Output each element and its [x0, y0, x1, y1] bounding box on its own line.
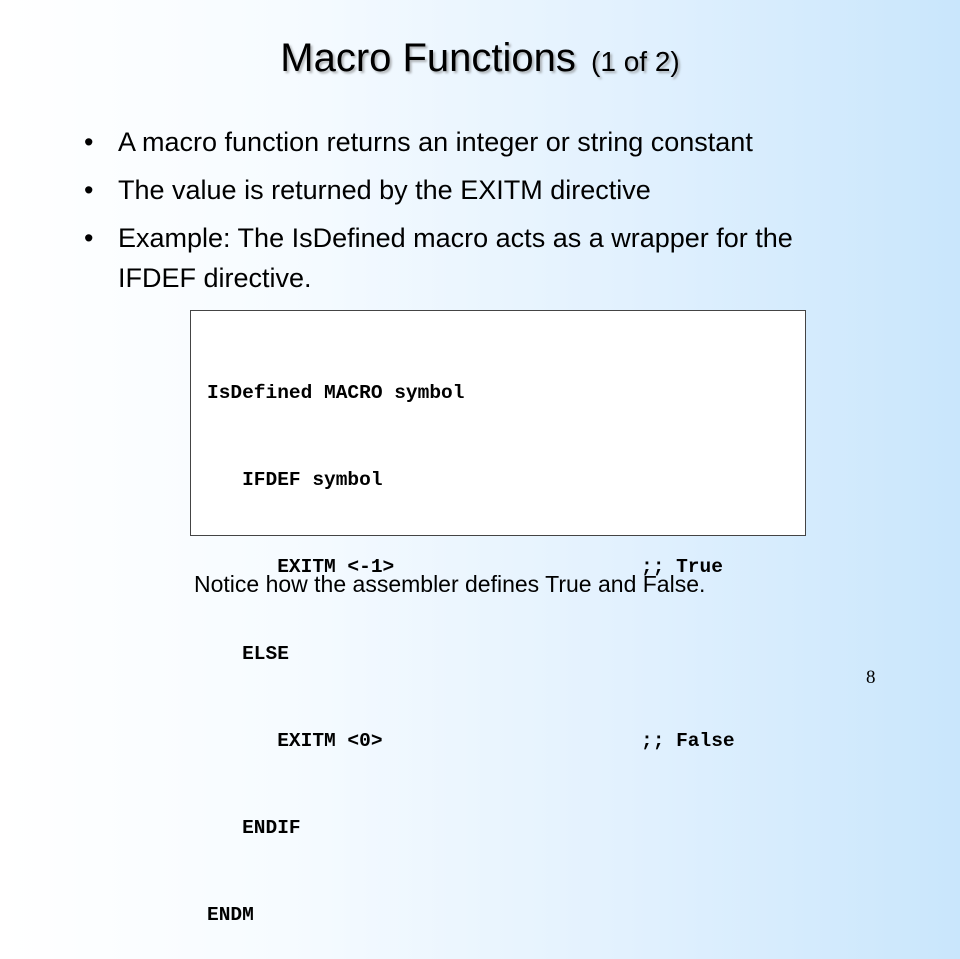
- code-text: EXITM <-1>: [207, 556, 395, 578]
- code-line: ENDIF: [207, 814, 805, 843]
- bullet-text: The value is returned by the EXITM direc…: [118, 175, 651, 205]
- code-line: EXITM <-1> ;; True: [207, 553, 805, 582]
- code-line: IsDefined MACRO symbol: [207, 379, 805, 408]
- code-text: ENDM: [207, 904, 254, 926]
- slide-title-main: Macro Functions: [280, 36, 576, 80]
- bullet-text: Example: The IsDefined macro acts as a w…: [118, 223, 793, 293]
- slide-title-suffix: (1 of 2): [591, 46, 680, 77]
- code-line: EXITM <0> ;; False: [207, 727, 805, 756]
- bullet-dot-icon: •: [84, 127, 94, 157]
- bullet-dot-icon: •: [84, 223, 94, 253]
- page-number: 8: [866, 667, 876, 688]
- code-text: ELSE: [207, 643, 289, 665]
- notice-text: Notice how the assembler defines True an…: [194, 571, 706, 597]
- bullet-dot-icon: •: [84, 175, 94, 205]
- code-text: ENDIF: [207, 817, 301, 839]
- code-text: IsDefined MACRO symbol: [207, 382, 465, 404]
- code-text: IFDEF symbol: [207, 469, 383, 491]
- bullet-text: A macro function returns an integer or s…: [118, 127, 753, 157]
- bullet-item: • Example: The IsDefined macro acts as a…: [80, 218, 860, 298]
- slide-title: Macro Functions (1 of 2): [0, 30, 960, 90]
- code-comment: ;; False: [641, 730, 735, 752]
- bullet-item: • The value is returned by the EXITM dir…: [80, 170, 860, 210]
- code-line: ELSE: [207, 640, 805, 669]
- code-line: ENDM: [207, 901, 805, 930]
- code-line: IFDEF symbol: [207, 466, 805, 495]
- code-text: EXITM <0>: [207, 730, 383, 752]
- bullet-item: • A macro function returns an integer or…: [80, 122, 860, 162]
- bullet-list: • A macro function returns an integer or…: [80, 122, 860, 306]
- code-comment: ;; True: [641, 556, 723, 578]
- code-block: IsDefined MACRO symbol IFDEF symbol EXIT…: [190, 310, 806, 926]
